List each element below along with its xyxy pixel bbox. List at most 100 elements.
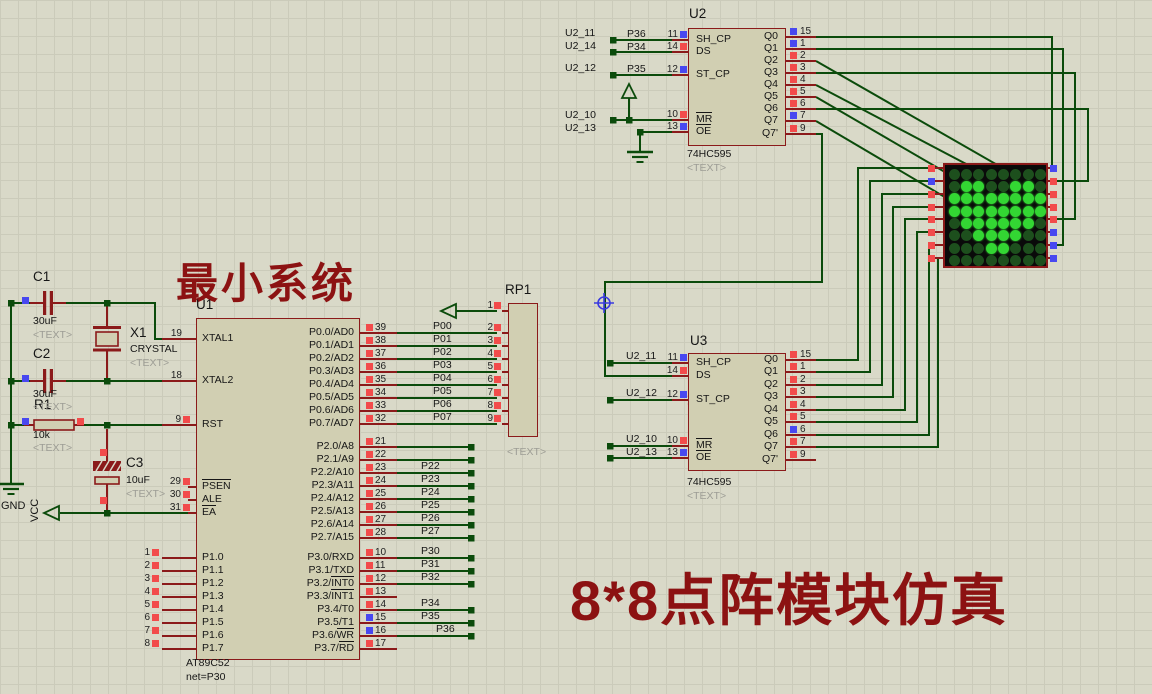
pin-U3-1[interactable] xyxy=(786,371,816,373)
pin-U1-19[interactable] xyxy=(162,338,196,340)
net-label-P34[interactable]: P34 xyxy=(421,597,440,609)
pin-U1-7[interactable] xyxy=(162,635,196,637)
pin-RP1-3[interactable] xyxy=(502,345,508,347)
ref-C3[interactable]: C3 xyxy=(126,455,144,470)
power-arrow[interactable] xyxy=(41,504,60,522)
pin-U2-5[interactable] xyxy=(786,96,816,98)
chip-body-U1[interactable] xyxy=(196,318,360,660)
pin-U1-37[interactable] xyxy=(360,358,397,360)
pin-U1-27[interactable] xyxy=(360,524,397,526)
net-label-P34[interactable]: P34 xyxy=(627,41,646,53)
pin-U3-9[interactable] xyxy=(786,459,816,461)
capacitor-C3[interactable] xyxy=(93,429,124,513)
net-label-P35[interactable]: P35 xyxy=(421,610,440,622)
pin-U1-15[interactable] xyxy=(360,622,397,624)
net-label-U2_12[interactable]: U2_12 xyxy=(565,62,596,74)
pin-U3-13[interactable] xyxy=(672,457,688,459)
ref-R1[interactable]: R1 xyxy=(34,397,52,412)
net-label-P06[interactable]: P06 xyxy=(433,398,452,410)
net-label-P25[interactable]: P25 xyxy=(421,499,440,511)
ref-U2[interactable]: U2 xyxy=(689,6,707,21)
net-label-U2_12[interactable]: U2_12 xyxy=(626,387,657,399)
pin-U1-22[interactable] xyxy=(360,459,397,461)
pin-U1-5[interactable] xyxy=(162,609,196,611)
pin-U1-36[interactable] xyxy=(360,371,397,373)
pin-U1-1[interactable] xyxy=(162,557,196,559)
chip-body-RP1[interactable] xyxy=(508,303,538,437)
net-label-P30[interactable]: P30 xyxy=(421,545,440,557)
power-arrow[interactable] xyxy=(438,302,457,320)
pin-U1-21[interactable] xyxy=(360,446,397,448)
net-label-U2_11[interactable]: U2_11 xyxy=(626,350,657,362)
ref-U3[interactable]: U3 xyxy=(690,333,708,348)
pin-U2-13[interactable] xyxy=(672,131,688,133)
pin-U3-12[interactable] xyxy=(672,399,688,401)
pin-U1-24[interactable] xyxy=(360,485,397,487)
wire[interactable] xyxy=(816,72,1076,220)
matrix-pin[interactable] xyxy=(934,257,943,259)
pin-U1-14[interactable] xyxy=(360,609,397,611)
pin-U1-8[interactable] xyxy=(162,648,196,650)
ground-symbol[interactable] xyxy=(0,482,24,495)
pin-U1-17[interactable] xyxy=(360,648,397,650)
matrix-pin[interactable] xyxy=(934,193,943,195)
pin-RP1-5[interactable] xyxy=(502,371,508,373)
pin-U3-3[interactable] xyxy=(786,396,816,398)
pin-U2-7[interactable] xyxy=(786,120,816,122)
net-label-U2_10[interactable]: U2_10 xyxy=(565,109,596,121)
wire[interactable] xyxy=(816,167,934,361)
net-label-P22[interactable]: P22 xyxy=(421,460,440,472)
value-C2[interactable]: 30uF xyxy=(33,388,57,400)
pin-U1-6[interactable] xyxy=(162,622,196,624)
capacitor-C2[interactable] xyxy=(30,369,66,393)
net-label-P27[interactable]: P27 xyxy=(421,525,440,537)
wire[interactable] xyxy=(604,133,823,377)
crystal-X1[interactable] xyxy=(93,303,121,381)
pin-U1-3[interactable] xyxy=(162,583,196,585)
pin-RP1-2[interactable] xyxy=(502,332,508,334)
net-label-P04[interactable]: P04 xyxy=(433,372,452,384)
value-R1[interactable]: 10k xyxy=(33,429,50,441)
value-U1[interactable]: AT89C52 xyxy=(186,657,230,669)
net-label-P05[interactable]: P05 xyxy=(433,385,452,397)
matrix-pin[interactable] xyxy=(934,206,943,208)
pin-RP1-8[interactable] xyxy=(502,410,508,412)
wire[interactable] xyxy=(816,206,934,398)
matrix-pin[interactable] xyxy=(934,167,943,169)
value-U3[interactable]: 74HC595 xyxy=(687,476,732,488)
pin-U1-28[interactable] xyxy=(360,537,397,539)
pin-U3-14[interactable] xyxy=(672,375,688,377)
resistor-R1[interactable] xyxy=(24,419,84,431)
pin-U1-11[interactable] xyxy=(360,570,397,572)
value-X1[interactable]: CRYSTAL xyxy=(130,343,178,355)
ref-C2[interactable]: C2 xyxy=(33,346,51,361)
pin-U1-4[interactable] xyxy=(162,596,196,598)
wire[interactable] xyxy=(816,218,934,411)
wire[interactable] xyxy=(816,231,934,423)
pin-U1-32[interactable] xyxy=(360,423,397,425)
pin-U2-1[interactable] xyxy=(786,48,816,50)
pin-U1-29[interactable] xyxy=(188,486,196,488)
pin-U2-6[interactable] xyxy=(786,108,816,110)
net-label-P01[interactable]: P01 xyxy=(433,333,452,345)
pin-U1-33[interactable] xyxy=(360,410,397,412)
value-C1[interactable]: 30uF xyxy=(33,315,57,327)
pin-U2-3[interactable] xyxy=(786,72,816,74)
pin-U3-5[interactable] xyxy=(786,421,816,423)
pin-U3-10[interactable] xyxy=(672,445,688,447)
net-label-P23[interactable]: P23 xyxy=(421,473,440,485)
wire[interactable] xyxy=(816,257,939,448)
net-label-P36[interactable]: P36 xyxy=(627,28,646,40)
net-label-U2_11[interactable]: U2_11 xyxy=(565,27,596,39)
pin-RP1-4[interactable] xyxy=(502,358,508,360)
net-label-P31[interactable]: P31 xyxy=(421,558,440,570)
wire[interactable] xyxy=(816,180,934,373)
net-label-U2_13[interactable]: U2_13 xyxy=(565,122,596,134)
net-label-U2_14[interactable]: U2_14 xyxy=(565,40,596,52)
wire[interactable] xyxy=(816,193,934,386)
pin-U2-11[interactable] xyxy=(672,39,688,41)
ref-U1[interactable]: U1 xyxy=(196,297,214,312)
pin-U2-15[interactable] xyxy=(786,36,816,38)
pin-U1-23[interactable] xyxy=(360,472,397,474)
